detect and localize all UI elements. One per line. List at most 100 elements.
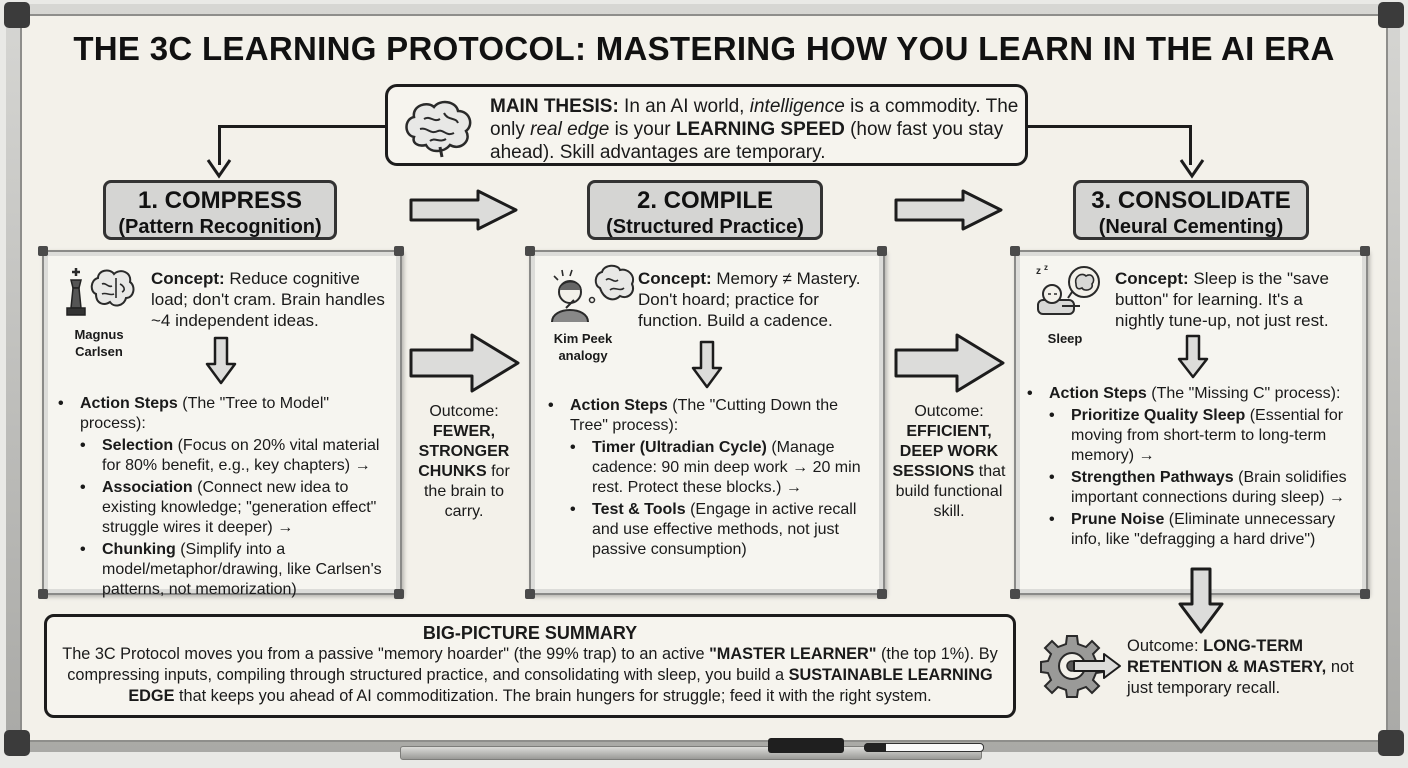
outcome-suffix: not just temporary recall. — [1127, 658, 1354, 697]
card-pin — [1010, 589, 1020, 599]
card-pin — [38, 246, 48, 256]
arrow-right-icon — [894, 189, 1003, 231]
item-text: (Simplify into a model/metaphor/drawing,… — [102, 541, 382, 598]
svg-text:z: z — [1044, 263, 1048, 272]
thesis-connector-left — [218, 125, 387, 165]
outcome-prefix: Outcome: — [914, 403, 984, 420]
card-pin — [394, 589, 404, 599]
list-item: •Test & Tools (Engage in active recall a… — [570, 501, 857, 558]
thesis-emphasis: intelligence — [749, 96, 845, 117]
header-subtitle: (Pattern Recognition) — [118, 216, 322, 238]
item-text: (Brain solidifies important connections … — [1071, 469, 1347, 506]
arrow-down-icon — [206, 159, 232, 179]
card-pin — [525, 246, 535, 256]
card-pin — [1360, 246, 1370, 256]
item-label: Chunking — [102, 541, 176, 558]
list-item: •Chunking (Simplify into a model/metapho… — [80, 541, 382, 598]
thesis-fragment: In an AI world, — [618, 96, 750, 117]
header-subtitle: (Structured Practice) — [606, 216, 804, 238]
arrow-down-icon — [1177, 334, 1209, 379]
thesis-label: MAIN THESIS: — [490, 96, 619, 117]
frame-corner — [1378, 730, 1404, 756]
card-pin — [394, 246, 404, 256]
header-compress: 1. COMPRESS (Pattern Recognition) — [103, 180, 337, 240]
list-item: •Association (Connect new idea to existi… — [80, 479, 377, 536]
big-picture-summary: BIG-PICTURE SUMMARY The 3C Protocol move… — [44, 614, 1016, 718]
summary-title: BIG-PICTURE SUMMARY — [422, 623, 638, 643]
action-steps-heading: •Action Steps (The "Missing C" process): — [1027, 385, 1341, 402]
thesis-fragment: is a commodity. The only — [490, 96, 1019, 140]
brain-icon — [405, 100, 472, 158]
outcome-suffix: that build functional skill. — [895, 463, 1006, 520]
list-item: •Selection (Focus on 20% vital material … — [80, 437, 380, 474]
summary-body: The 3C Protocol moves you from a passive… — [47, 644, 1013, 707]
final-outcome: Outcome: LONG-TERM RETENTION & MASTERY, … — [1127, 636, 1377, 699]
steps-label: Action Steps — [1049, 385, 1147, 402]
chess-king-brain-icon — [66, 268, 135, 316]
summary-fragment: The 3C Protocol moves you from a passive… — [62, 645, 710, 663]
action-steps-heading: •Action Steps (The "Tree to Model" proce… — [58, 395, 330, 432]
action-steps: •Action Steps (The "Missing C" process):… — [1027, 384, 1361, 550]
arrow-right-icon — [409, 333, 520, 393]
header-consolidate: 3. CONSOLIDATE (Neural Cementing) — [1073, 180, 1309, 240]
item-text: (Manage cadence: 90 min deep work → 20 m… — [592, 439, 861, 496]
icon-label-line: Carlsen — [75, 344, 123, 359]
card-pin — [1360, 589, 1370, 599]
list-item: •Prune Noise (Eliminate unnecessary info… — [1049, 511, 1336, 548]
item-text: (Essential for moving from short-term to… — [1071, 407, 1344, 464]
frame-corner — [1378, 2, 1404, 28]
list-item: •Strengthen Pathways (Brain solidifies i… — [1049, 469, 1347, 506]
concept-label: Concept: — [1115, 269, 1189, 288]
outcome-bold: EFFICIENT, DEEP WORK SESSIONS — [892, 423, 999, 480]
concept-label: Concept: — [638, 269, 712, 288]
item-label: Selection — [102, 437, 174, 454]
card-pin — [877, 589, 887, 599]
card-pin — [1010, 246, 1020, 256]
steps-text: (The "Missing C" process): — [1146, 385, 1341, 402]
item-text: (Engage in active recall and use effecti… — [592, 501, 857, 558]
outcome-bold: LONG-TERM RETENTION & MASTERY, — [1127, 637, 1327, 676]
concept-text: Concept: Reduce cognitive load; don't cr… — [151, 268, 391, 331]
summary-bold: "MASTER LEARNER" — [709, 645, 877, 663]
arrow-right-icon — [894, 333, 1005, 393]
item-text: (Focus on 20% vital material for 80% ben… — [102, 437, 380, 474]
main-thesis-box: MAIN THESIS: In an AI world, intelligenc… — [385, 84, 1028, 166]
item-label: Association — [102, 479, 193, 496]
arrow-down-icon — [1179, 159, 1205, 179]
summary-fragment: that keeps you ahead of AI commoditizati… — [174, 687, 932, 705]
item-label: Prune Noise — [1071, 511, 1165, 528]
item-label: Test & Tools — [592, 501, 686, 518]
action-steps: •Action Steps (The "Tree to Model" proce… — [58, 394, 398, 600]
item-label: Strengthen Pathways — [1071, 469, 1234, 486]
card-pin — [38, 589, 48, 599]
steps-text: (The "Tree to Model" process): — [80, 395, 330, 432]
arrow-down-icon — [205, 336, 237, 385]
marker — [864, 743, 984, 752]
icon-label-line: Sleep — [1047, 331, 1083, 346]
icon-label-line: Kim Peek — [553, 331, 613, 346]
eraser — [768, 738, 844, 753]
outcome-prefix: Outcome: — [429, 403, 499, 420]
header-subtitle: (Neural Cementing) — [1098, 216, 1284, 238]
outcome-compress: Outcome: FEWER, STRONGER CHUNKS for the … — [408, 402, 520, 522]
concept-text: Concept: Sleep is the "save button" for … — [1115, 268, 1353, 331]
thesis-connector-right — [1028, 125, 1192, 165]
arrow-down-icon — [691, 340, 723, 389]
thesis-bold: LEARNING SPEED — [675, 119, 845, 140]
card-pin — [525, 589, 535, 599]
steps-label: Action Steps — [570, 397, 668, 414]
concept-body: Sleep is the "save button" for learning.… — [1115, 269, 1329, 330]
list-item: •Timer (Ultradian Cycle) (Manage cadence… — [570, 439, 861, 496]
thesis-emphasis: real edge — [530, 119, 610, 140]
sleep-icon: z z — [1036, 263, 1100, 315]
gear-icon — [1040, 635, 1121, 698]
header-number: 2. COMPILE — [636, 187, 774, 214]
steps-text: (The "Cutting Down the Tree" process): — [570, 397, 838, 434]
item-label: Prioritize Quality Sleep — [1071, 407, 1246, 424]
frame-corner — [4, 730, 30, 756]
thesis-fragment: is your — [609, 119, 676, 140]
action-steps: •Action Steps (The "Cutting Down the Tre… — [548, 396, 874, 560]
card-pin — [877, 246, 887, 256]
thesis-fragment: (how fast you stay ahead). Skill advanta… — [490, 119, 1004, 163]
icon-label: Kim Peek analogy — [548, 330, 618, 364]
